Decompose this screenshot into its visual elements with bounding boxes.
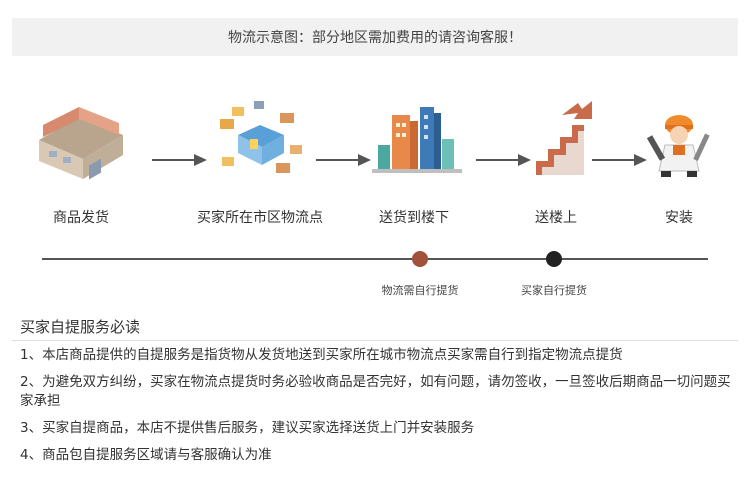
step-label: 送楼上 [535,210,577,226]
warehouse-icon [39,107,123,180]
step-downstairs: 送货到楼下 [339,95,489,226]
timeline-dot-self-pickup [546,251,562,267]
arrow-icon [316,154,371,166]
note-item: 4、商品包自提服务区域请与客服确认为准 [20,447,272,463]
step-label: 买家所在市区物流点 [197,210,323,226]
notes-list: 1、本店商品提供的自提服务是指货物从发货地送到买家所在城市物流点买家需自行到指定… [20,346,736,473]
timeline-label-self-pickup: 买家自行提货 [521,284,587,297]
logistics-flow: 商品发货 买家所在市区物流点 [0,95,750,240]
banner-text: 物流示意图：部分地区需加费用的请咨询客服！ [228,30,522,46]
note-item: 1、本店商品提供的自提服务是指货物从发货地送到买家所在城市物流点买家需自行到指定… [20,347,623,363]
notes-title: 买家自提服务必读 [20,318,141,336]
timeline-label-logistics: 物流需自行提货 [381,284,459,297]
buildings-icon [372,107,462,173]
step-label: 送货到楼下 [379,210,449,226]
step-label: 商品发货 [53,210,109,226]
arrow-icon [152,154,207,166]
arrow-icon [476,154,531,166]
step-upstairs: 送楼上 [481,95,631,226]
step-ship: 商品发货 [6,95,156,226]
arrow-icon [592,154,647,166]
stairs-icon [536,101,592,175]
step-label: 安装 [665,210,693,226]
installer-icon [646,115,710,177]
note-item: 2、为避免双方纠纷，买家在物流点提货时务必验收商品是否完好，如有问题，请勿签收，… [20,374,731,409]
notes-divider [12,340,738,341]
note-item: 3、买家自提商品，本店不提供售后服务，建议买家选择送货上门并安装服务 [20,420,475,436]
timeline-dot-logistics [412,251,428,267]
step-install: 安装 [604,95,750,226]
logistics-hub-icon [220,101,302,173]
step-hub: 买家所在市区物流点 [185,95,335,226]
delivery-timeline [42,251,708,267]
logistics-banner: 物流示意图：部分地区需加费用的请咨询客服！ [12,18,738,56]
